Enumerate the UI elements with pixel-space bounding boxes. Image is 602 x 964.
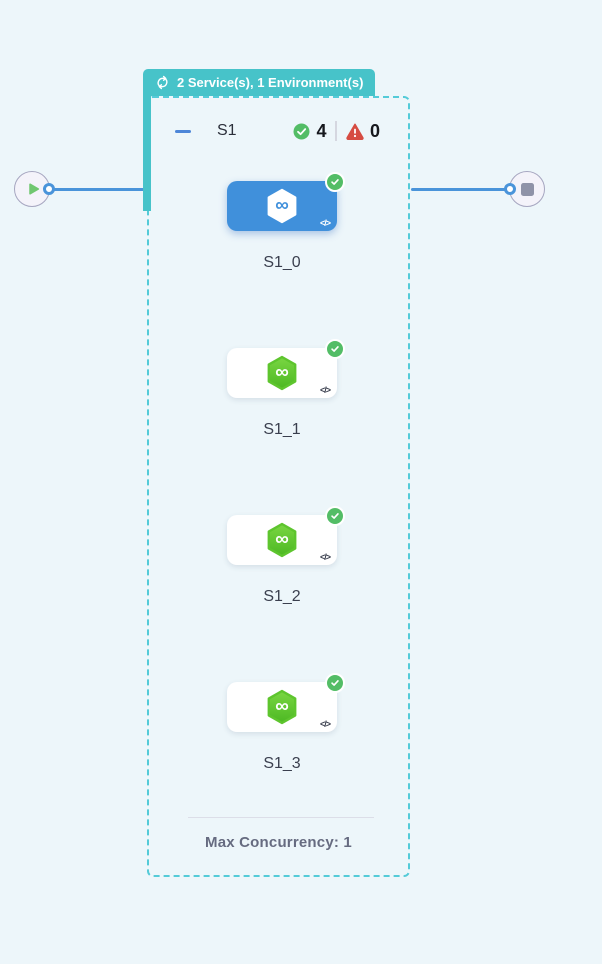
connector-dot-start — [43, 183, 55, 195]
infinity-icon: ∞ — [275, 361, 289, 383]
stage-accent-bar — [143, 95, 151, 211]
stage-status-counts: 4 0 — [293, 121, 380, 142]
step-success-badge — [325, 506, 345, 526]
error-count: 0 — [369, 120, 380, 141]
stage-name: S1 — [217, 122, 237, 139]
step-label: S1_1 — [263, 421, 301, 438]
step-label: S1_0 — [263, 254, 301, 271]
success-icon — [293, 123, 310, 139]
footer-divider — [188, 817, 374, 818]
error-icon — [346, 123, 364, 140]
code-icon: </> — [319, 719, 331, 729]
services-environments-badge[interactable]: 2 Service(s), 1 Environment(s) — [143, 69, 376, 96]
max-concurrency-label: Max Concurrency: 1 — [205, 834, 352, 851]
service-hexagon-icon: ∞ — [266, 522, 298, 558]
edge-stage-to-end — [411, 188, 506, 191]
stage-header: S1 4 0 — [175, 118, 380, 144]
count-divider — [335, 121, 337, 141]
service-hexagon-icon: ∞ — [266, 355, 298, 391]
step-success-badge — [325, 172, 345, 192]
step-card-s1-2[interactable]: ∞ </> — [227, 506, 345, 565]
code-icon: </> — [319, 385, 331, 395]
step-success-badge — [325, 673, 345, 693]
code-icon: </> — [319, 218, 331, 228]
infinity-icon: ∞ — [275, 695, 289, 717]
stop-icon — [520, 182, 534, 196]
loop-icon — [157, 75, 168, 90]
step-card-s1-0[interactable]: ∞ </> — [227, 172, 345, 231]
service-hexagon-icon: ∞ — [266, 689, 298, 725]
stage-container: S1 4 0 — [147, 96, 410, 877]
stage-header-left: S1 — [175, 122, 237, 140]
step-label: S1_2 — [263, 588, 301, 605]
step-success-badge — [325, 339, 345, 359]
services-environments-label: 2 Service(s), 1 Environment(s) — [177, 75, 364, 90]
success-count: 4 — [316, 120, 327, 141]
step-card-s1-3[interactable]: ∞ </> — [227, 673, 345, 732]
infinity-icon: ∞ — [275, 528, 289, 550]
play-icon — [28, 183, 39, 195]
code-icon: </> — [319, 552, 331, 562]
infinity-icon: ∞ — [275, 194, 289, 216]
connector-dot-end — [504, 183, 516, 195]
step-card-s1-1[interactable]: ∞ </> — [227, 339, 345, 398]
edge-start-to-stage — [50, 188, 146, 191]
step-label: S1_3 — [263, 755, 301, 772]
collapse-minus-icon[interactable] — [175, 129, 191, 133]
service-hexagon-icon: ∞ — [266, 188, 298, 224]
